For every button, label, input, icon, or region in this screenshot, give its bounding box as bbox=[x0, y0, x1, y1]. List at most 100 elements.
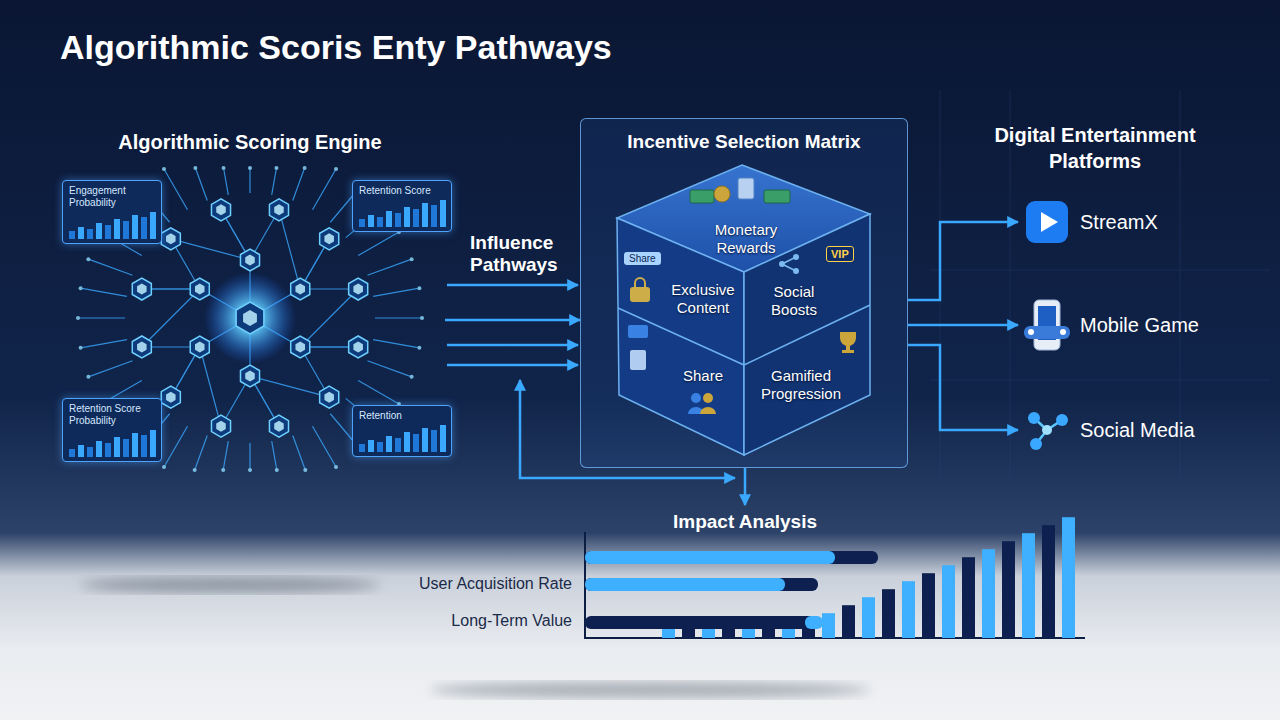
network-hexes bbox=[320, 228, 339, 250]
impact-chart bbox=[585, 532, 1085, 638]
influence-arrows bbox=[447, 284, 578, 287]
mini-bar-chart bbox=[69, 429, 157, 457]
network-hexes bbox=[166, 392, 176, 403]
trend-bars bbox=[842, 605, 855, 638]
mini-bar bbox=[359, 444, 365, 452]
mini-bar bbox=[404, 207, 410, 227]
mini-bar bbox=[105, 443, 111, 457]
network-links bbox=[193, 468, 197, 472]
metric-label: Engagement Probability bbox=[69, 185, 155, 209]
impact-chart bbox=[585, 551, 878, 564]
node-label: Gamified Progression bbox=[753, 367, 849, 403]
mobile-game-icon bbox=[1028, 329, 1034, 335]
impact-chart bbox=[585, 578, 818, 591]
network-hexes bbox=[245, 371, 255, 382]
matrix-panel: Incentive Selection MatrixMonetary Rewar… bbox=[580, 118, 908, 468]
mini-bar bbox=[440, 425, 446, 452]
trend-bars bbox=[962, 557, 975, 638]
mini-bar bbox=[150, 212, 156, 239]
network-hexes bbox=[211, 415, 230, 437]
influence-arrows bbox=[447, 344, 578, 347]
network-links bbox=[272, 168, 277, 195]
network-links bbox=[78, 317, 125, 318]
mini-bar bbox=[431, 430, 437, 452]
mini-bar bbox=[395, 213, 401, 227]
network-hexes bbox=[132, 199, 367, 437]
trend-bars bbox=[922, 573, 935, 638]
network-links bbox=[86, 375, 90, 379]
network-links bbox=[223, 441, 228, 470]
network-links bbox=[200, 347, 221, 426]
network-links bbox=[88, 361, 132, 377]
impact-chart bbox=[805, 616, 823, 629]
network-hexes bbox=[240, 249, 259, 271]
mini-bar bbox=[87, 447, 93, 457]
flow-arrow bbox=[908, 324, 1018, 327]
influence-arrows bbox=[447, 285, 578, 365]
axis-label: User Acquisition Rate bbox=[372, 575, 572, 593]
network-hexes bbox=[137, 341, 147, 352]
network-links bbox=[367, 259, 411, 275]
network-links bbox=[334, 167, 338, 171]
node-label: Impact Analysis bbox=[400, 505, 1090, 533]
grid-lines bbox=[930, 380, 1270, 381]
node-label: StreamX bbox=[1080, 202, 1158, 242]
edge-label: Influence Pathways bbox=[470, 232, 575, 276]
metric-label: Retention bbox=[359, 410, 445, 422]
network-hexes bbox=[349, 278, 368, 300]
network-links bbox=[164, 426, 188, 467]
network-links bbox=[417, 346, 421, 350]
network-hexes bbox=[190, 336, 209, 358]
network-links bbox=[375, 317, 422, 318]
metric-label: Retention Score Probability bbox=[69, 403, 155, 427]
network-links bbox=[275, 468, 279, 472]
trend-bars bbox=[822, 613, 835, 638]
mini-bar bbox=[377, 217, 383, 227]
mini-bar bbox=[440, 200, 446, 227]
node-label: Social Media bbox=[1080, 410, 1195, 450]
network-hexes bbox=[216, 204, 226, 215]
network-links bbox=[248, 468, 252, 472]
network-links bbox=[249, 443, 250, 470]
grid-lines bbox=[930, 90, 1270, 480]
flow-arrow bbox=[744, 468, 747, 505]
network-hexes bbox=[161, 228, 180, 250]
mini-bar bbox=[422, 428, 428, 452]
cube-face: Monetary Rewards bbox=[701, 221, 791, 257]
floor-shadow bbox=[80, 577, 380, 593]
mini-bar bbox=[386, 436, 392, 452]
streamx-icon bbox=[1041, 212, 1058, 232]
network-links bbox=[221, 468, 225, 472]
mobile-game-icon bbox=[1024, 326, 1070, 339]
axis-label: Long-Term Value bbox=[372, 612, 572, 630]
network-links bbox=[249, 168, 250, 193]
mini-bar bbox=[368, 440, 374, 452]
network-links bbox=[88, 259, 132, 275]
impact-chart bbox=[585, 578, 785, 591]
mini-bar bbox=[123, 221, 129, 239]
network-links bbox=[171, 239, 250, 260]
mini-bar bbox=[141, 217, 147, 239]
mini-bar bbox=[114, 219, 120, 239]
cube-face: Share bbox=[673, 367, 733, 385]
mini-bar bbox=[404, 432, 410, 452]
mini-bar bbox=[96, 223, 102, 239]
network-links bbox=[250, 376, 329, 397]
metric-panel: Retention bbox=[352, 405, 452, 457]
mini-bar bbox=[413, 434, 419, 452]
network-hexes bbox=[236, 302, 264, 334]
network-links bbox=[79, 346, 83, 350]
streamx-icon bbox=[1026, 201, 1068, 243]
mini-bar-chart bbox=[359, 424, 447, 452]
network-hexes bbox=[324, 392, 334, 403]
network-links bbox=[162, 167, 166, 171]
mini-bar bbox=[150, 430, 156, 457]
platform-item: Mobile Game bbox=[1018, 305, 1199, 345]
impact-chart bbox=[585, 517, 1085, 638]
network-links bbox=[313, 169, 337, 210]
node-label: Digital Entertainment Platforms bbox=[950, 118, 1240, 174]
network-links bbox=[81, 288, 127, 296]
mini-bar bbox=[395, 438, 401, 452]
social-media-icon bbox=[1028, 412, 1040, 424]
mini-bar bbox=[114, 437, 120, 457]
